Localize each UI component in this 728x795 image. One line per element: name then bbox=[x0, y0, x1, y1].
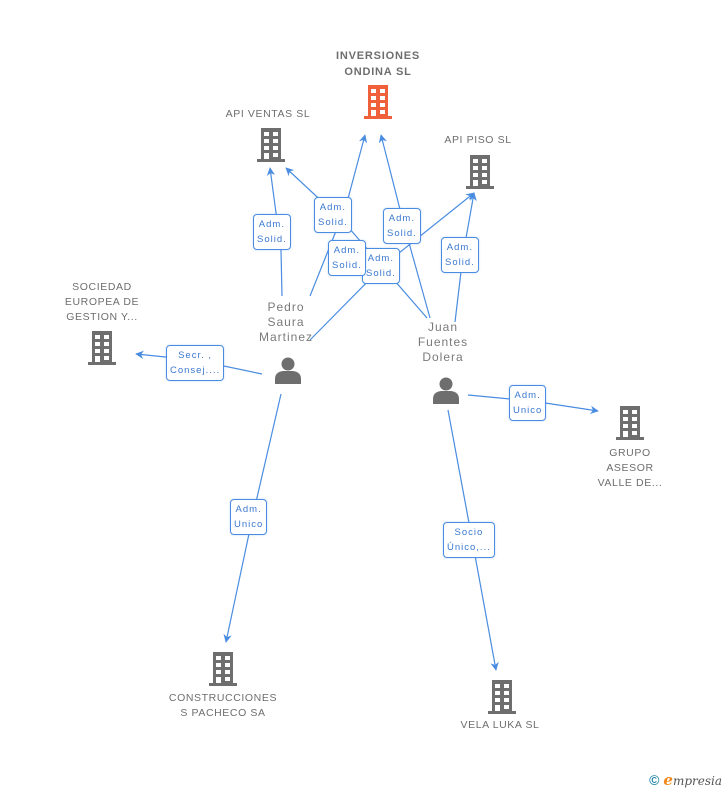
label-line: Unico bbox=[513, 405, 543, 416]
label-line: Adm. bbox=[235, 504, 262, 515]
edge-label-pedro-sociedad[interactable]: Secr. , Consej.... bbox=[166, 345, 225, 381]
label-line: Adm. bbox=[258, 219, 285, 230]
edge-label-juan-api-piso[interactable]: Adm. Solid. bbox=[441, 237, 479, 273]
label-line: SOCIEDAD bbox=[72, 281, 132, 293]
brand-logo: empresia bbox=[663, 771, 722, 789]
label-line: Adm. bbox=[446, 242, 473, 253]
grupo-label[interactable]: GRUPO ASESOR VALLE DE... bbox=[570, 446, 690, 491]
label-line: Fuentes bbox=[417, 335, 469, 349]
pedro-label[interactable]: Pedro Saura Martinez bbox=[246, 300, 326, 345]
sociedad-building-icon[interactable] bbox=[86, 331, 118, 370]
inversiones-label[interactable]: INVERSIONES ONDINA SL bbox=[318, 48, 438, 80]
label-line: VELA LUKA SL bbox=[460, 719, 540, 731]
label-line: VALLE DE... bbox=[597, 477, 663, 489]
edge-label-pedro-inversiones[interactable]: Adm. Solid. bbox=[328, 240, 366, 276]
label-line: Adm. bbox=[514, 390, 541, 401]
label-line: Adm. bbox=[388, 213, 415, 224]
brand-rest: mpresia bbox=[672, 774, 722, 788]
label-line: ASESOR bbox=[606, 462, 654, 474]
api-piso-building-icon[interactable] bbox=[464, 155, 496, 194]
api-ventas-label[interactable]: API VENTAS SL bbox=[208, 107, 328, 122]
juan-person-icon[interactable] bbox=[432, 376, 460, 409]
label-line: Martinez bbox=[258, 330, 313, 344]
api-ventas-building-icon[interactable] bbox=[255, 128, 287, 167]
label-line: GRUPO bbox=[609, 447, 651, 459]
label-line: Pedro bbox=[267, 300, 305, 314]
label-line: API PISO SL bbox=[444, 134, 512, 146]
label-line: S PACHECO SA bbox=[180, 707, 266, 719]
label-line: Consej.... bbox=[170, 365, 221, 376]
label-line: Adm. bbox=[319, 202, 346, 213]
empresia-branding[interactable]: © empresia bbox=[649, 771, 722, 789]
label-line: Adm. bbox=[367, 253, 394, 264]
label-line: Adm. bbox=[333, 245, 360, 256]
brand-initial: e bbox=[663, 771, 673, 789]
label-line: Unico bbox=[234, 519, 264, 530]
label-line: CONSTRUCCIONES bbox=[168, 692, 278, 704]
label-line: EUROPEA DE bbox=[64, 296, 140, 308]
edge-label-juan-vela[interactable]: Socio Único,... bbox=[443, 522, 495, 558]
copyright-icon: © bbox=[649, 772, 660, 788]
edge-pedro-api_ventas bbox=[266, 167, 283, 297]
construcciones-building-icon[interactable] bbox=[207, 652, 239, 691]
label-line: Dolera bbox=[422, 350, 464, 364]
edge-label-pedro-api-piso[interactable]: Adm. Solid. bbox=[362, 248, 400, 284]
grupo-building-icon[interactable] bbox=[614, 406, 646, 445]
edge-label-juan-grupo[interactable]: Adm. Unico bbox=[509, 385, 547, 421]
label-line: Único,... bbox=[447, 542, 491, 553]
vela-building-icon[interactable] bbox=[486, 680, 518, 719]
edge-label-juan-api-ventas[interactable]: Adm. Solid. bbox=[314, 197, 352, 233]
label-line: INVERSIONES bbox=[336, 50, 420, 62]
label-line: Secr. , bbox=[178, 350, 213, 361]
pedro-person-icon[interactable] bbox=[274, 356, 302, 389]
api-piso-label[interactable]: API PISO SL bbox=[418, 133, 538, 148]
construcciones-label[interactable]: CONSTRUCCIONES S PACHECO SA bbox=[159, 691, 287, 721]
label-line: GESTION Y... bbox=[66, 311, 138, 323]
label-line: Juan bbox=[427, 320, 459, 334]
edge-label-pedro-api-ventas[interactable]: Adm. Solid. bbox=[253, 214, 291, 250]
label-line: API VENTAS SL bbox=[225, 108, 311, 120]
edge-label-juan-inversiones[interactable]: Adm. Solid. bbox=[383, 208, 421, 244]
label-line: Socio bbox=[454, 527, 484, 538]
inversiones-building-icon[interactable] bbox=[362, 85, 394, 124]
label-line: Solid. bbox=[332, 260, 362, 271]
juan-label[interactable]: Juan Fuentes Dolera bbox=[403, 320, 483, 365]
label-line: ONDINA SL bbox=[344, 66, 412, 78]
label-line: Solid. bbox=[387, 228, 417, 239]
label-line: Solid. bbox=[366, 268, 396, 279]
label-line: Solid. bbox=[445, 257, 475, 268]
label-line: Solid. bbox=[257, 234, 287, 245]
label-line: Saura bbox=[267, 315, 305, 329]
label-line: Solid. bbox=[318, 217, 348, 228]
sociedad-label[interactable]: SOCIEDAD EUROPEA DE GESTION Y... bbox=[42, 280, 162, 325]
vela-label[interactable]: VELA LUKA SL bbox=[440, 718, 560, 733]
edge-label-pedro-construcciones[interactable]: Adm. Unico bbox=[230, 499, 268, 535]
